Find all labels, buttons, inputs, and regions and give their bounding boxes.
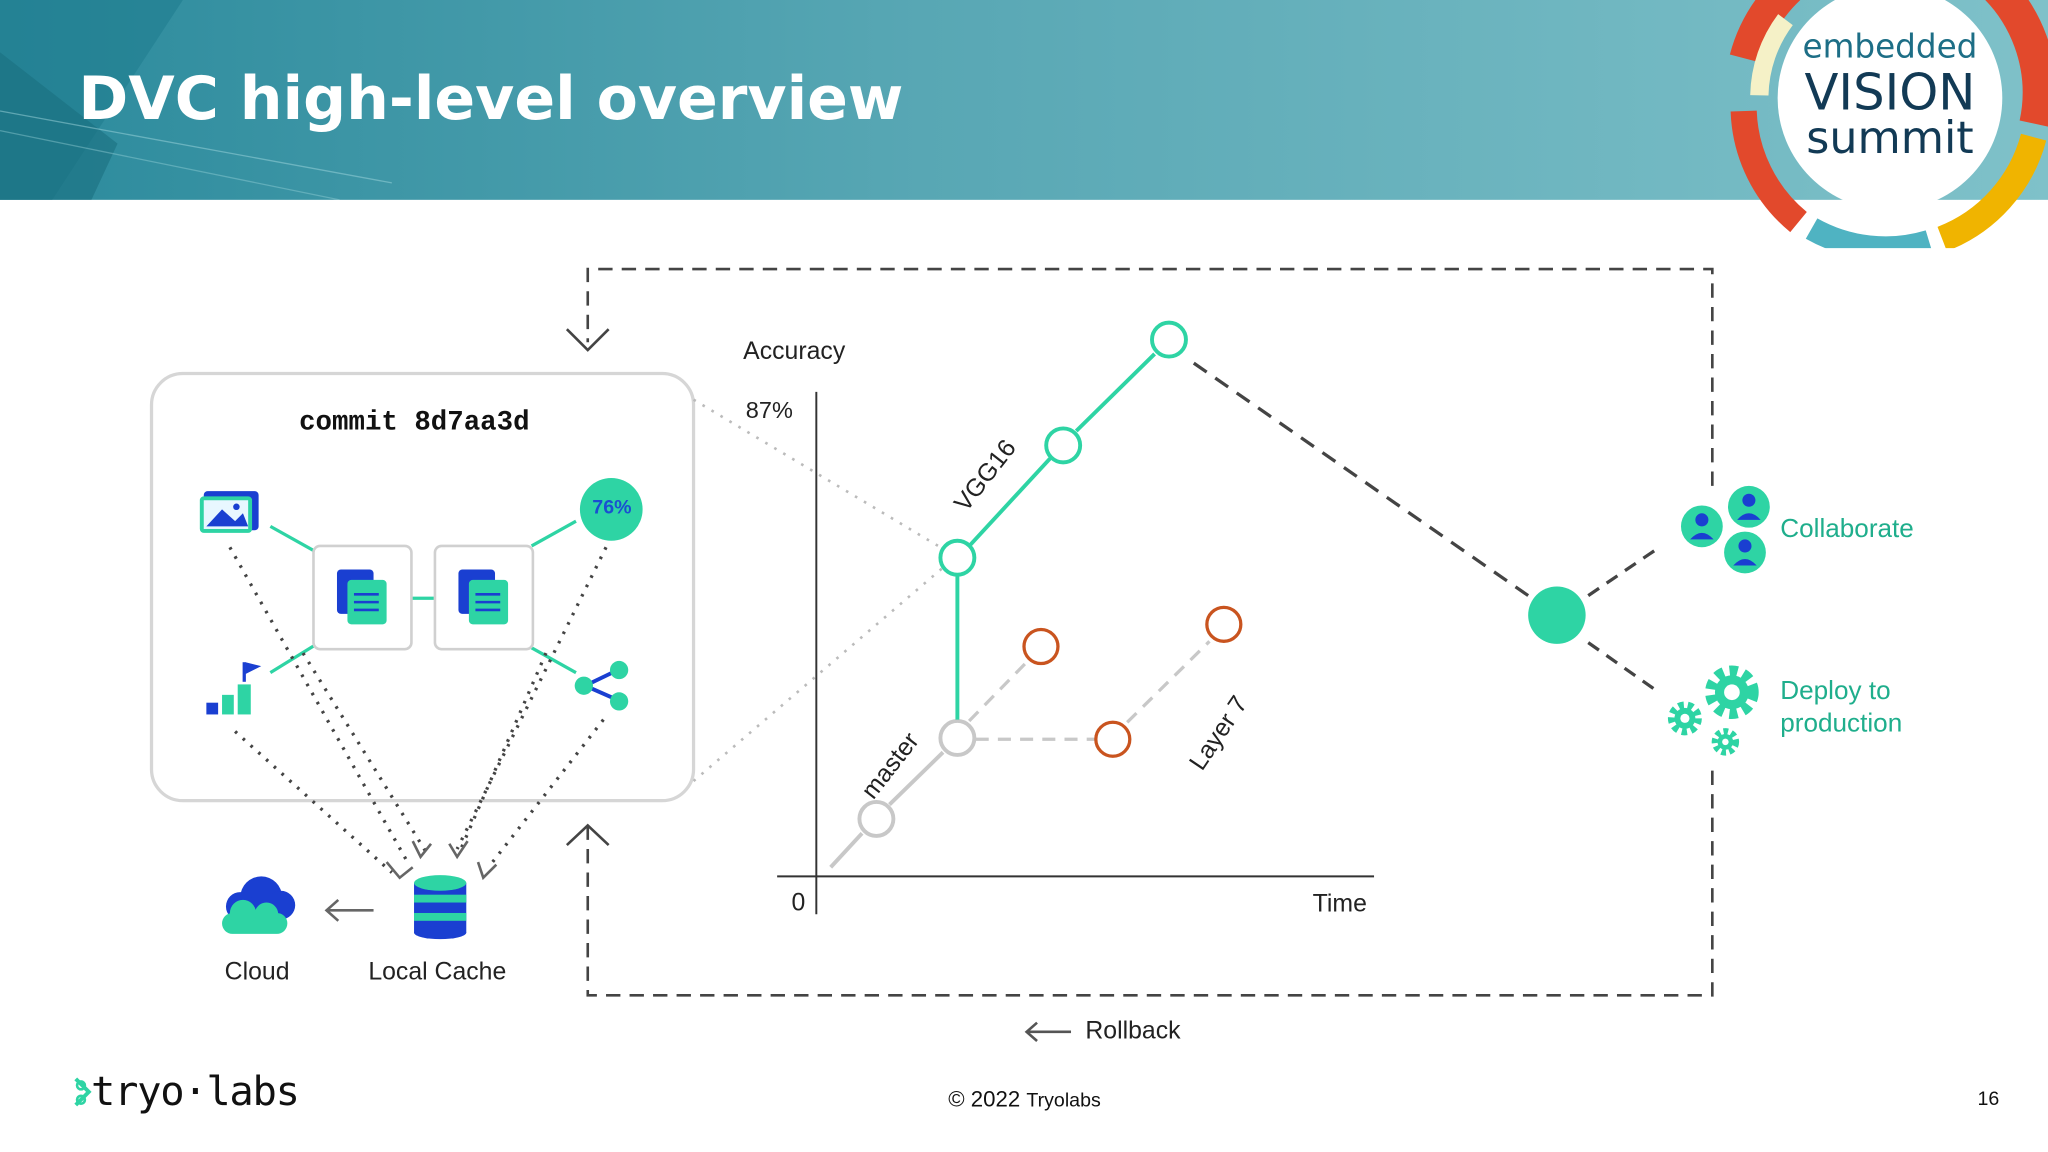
vgg16-edge-2 [1074, 352, 1156, 433]
vgg16-commit-1 [938, 538, 977, 577]
dots-badge-to-cache [455, 546, 608, 850]
link-metrics-to-files [269, 643, 316, 675]
y-axis-label: Accuracy [743, 338, 846, 366]
copyright-name: Tryolabs [1026, 1089, 1101, 1112]
local-cache-label: Local Cache [368, 958, 507, 987]
rollback-arrow-head [1024, 1021, 1038, 1042]
release-hub [1528, 586, 1586, 644]
link-files-to-pipeline [530, 646, 577, 675]
y-tick-top: 87% [745, 397, 793, 424]
hub-to-collaborate [1587, 544, 1663, 597]
tryolabs-wordmark: tryo·labs [68, 1068, 300, 1116]
tryolabs-logo-mark [74, 1077, 92, 1107]
collaborate-users-icon [1680, 485, 1770, 574]
cloud-icon [222, 876, 296, 934]
dots-metrics-to-cache [234, 730, 393, 874]
slide-title: DVC high-level overview [78, 62, 904, 134]
cache-arrowhead-2 [411, 840, 433, 860]
database-icon [414, 875, 467, 940]
commit-id-label: commit 8d7aa3d [299, 408, 530, 439]
page-number: 16 [1977, 1087, 2000, 1111]
logo-word-summit: summit [1806, 113, 1973, 164]
projection-line-top [692, 398, 948, 553]
metrics-chart-icon [206, 662, 262, 715]
best-model-to-hub [1192, 361, 1530, 597]
cloud-label: Cloud [224, 958, 290, 987]
rollback-label: Rollback [1085, 1017, 1181, 1045]
x-axis-label: Time [1312, 890, 1367, 919]
logo-word-embedded: embedded [1802, 27, 1977, 65]
experiment-commit-b [1094, 720, 1132, 758]
layer7-edge [1126, 640, 1211, 724]
deploy-gears-icon [1667, 665, 1759, 756]
metric-badge-value: 76% [592, 496, 632, 519]
hub-to-deploy [1587, 641, 1660, 694]
header-decoration [0, 0, 392, 200]
data-files-box [433, 544, 535, 651]
arrow-down-into-commit [565, 328, 610, 352]
cache-arrowhead-3 [448, 840, 469, 860]
deploy-label: Deploy to production [1780, 676, 1903, 738]
commit-panel [149, 371, 696, 803]
master-edge-1 [888, 750, 945, 806]
experiment-commit-a [1022, 627, 1060, 666]
arrow-cache-to-cloud-head [324, 898, 340, 922]
master-commit-1 [857, 799, 896, 838]
experiment-edge-up [967, 662, 1027, 723]
brand-text: tryo·labs [90, 1068, 300, 1116]
layer7-commit [1205, 605, 1243, 643]
link-files-to-badge [530, 519, 577, 548]
vgg16-commit-best [1150, 320, 1188, 359]
vgg16-edge-1 [969, 457, 1052, 546]
conference-logo: embedded VISION summit [1729, 0, 2048, 249]
master-edge-0 [829, 831, 864, 869]
image-file-icon [199, 491, 259, 533]
dots-files-left-to-cache [301, 652, 428, 853]
link-image-to-files [269, 524, 316, 553]
header-banner: DVC high-level overview [0, 0, 2048, 200]
rollback-loop-bottom [586, 770, 1714, 997]
copyright-notice: © 2022 Tryolabs [948, 1087, 1101, 1113]
master-commit-2 [938, 719, 977, 757]
arrow-up-from-commit [565, 823, 610, 847]
cache-arrowhead-4 [476, 861, 498, 881]
logo-word-vision: VISION [1805, 64, 1976, 122]
code-files-box [312, 544, 413, 651]
vgg16-commit-2 [1044, 426, 1083, 465]
pipeline-share-icon [574, 660, 629, 711]
copyright-prefix: © 2022 [948, 1086, 1021, 1112]
collaborate-label: Collaborate [1780, 514, 1914, 544]
origin-tick: 0 [791, 889, 806, 917]
metric-badge [579, 478, 643, 541]
rollback-loop-top [586, 267, 1714, 486]
cache-arrowhead-1 [385, 861, 414, 880]
